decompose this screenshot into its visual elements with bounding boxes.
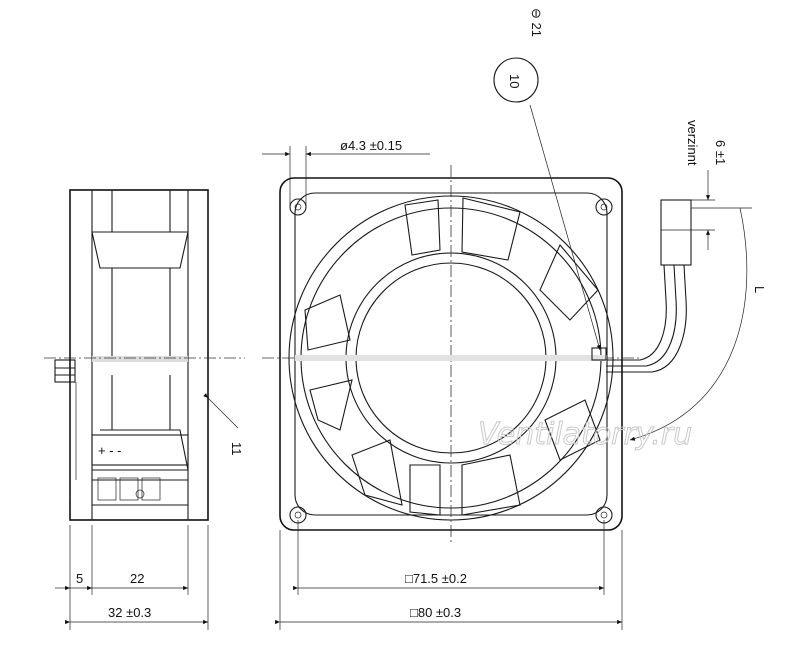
fan-blades [304,197,601,516]
label-reference: ⊖ 21 [529,8,544,37]
dim-hole-pitch: □71.5 ±0.2 [405,571,467,586]
dim-lead-length: L [752,286,767,293]
dim-side-5: 5 [76,571,83,586]
side-dimensions: 5 22 32 ±0.3 [55,525,209,630]
dim-side-22: 22 [130,571,144,586]
front-dimensions: □71.5 ±0.2 □80 ±0.3 [275,520,623,630]
dim-hole: ø4.3 ±0.15 [340,138,402,153]
side-view: + - - 11 [44,189,245,521]
watermark: Ventilatorry.ru [478,417,692,452]
front-view: 10 ⊖ 21 [262,8,640,545]
callout-11: 11 [229,442,244,456]
hole-dimension: ø4.3 ±0.15 [262,138,430,207]
dim-wire-end: 6 ±1 [713,140,728,165]
dim-depth: 32 ±0.3 [108,605,151,620]
side-polarity-label: + - - [98,443,121,458]
cable: 6 ±1 verzinnt L [606,120,767,441]
callout-10: 10 [507,74,522,88]
dim-frame-size: □80 ±0.3 [410,605,461,620]
wire-note: verzinnt [685,120,700,166]
